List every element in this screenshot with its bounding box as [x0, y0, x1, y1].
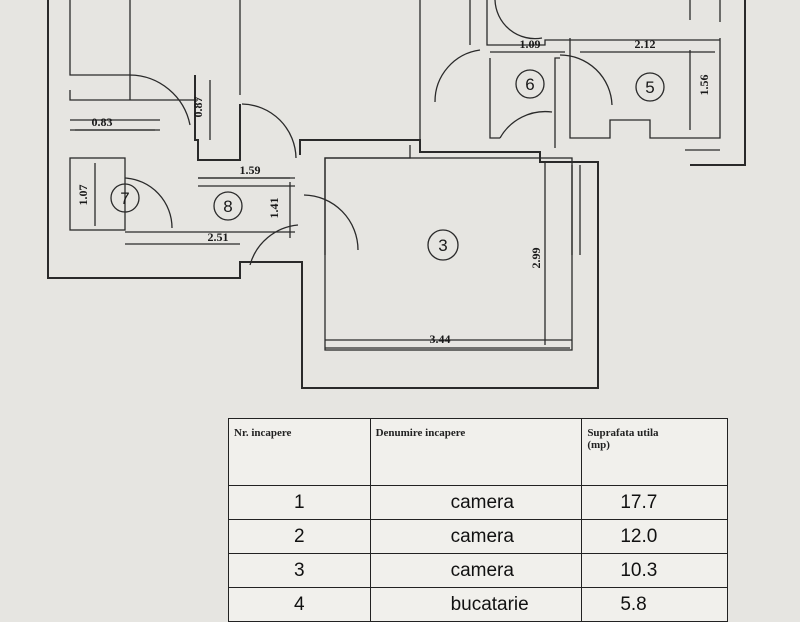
- cell-room-number: 2: [228, 519, 371, 554]
- dim-1-59: 1.59: [240, 163, 261, 177]
- cell-room-name: camera: [369, 553, 583, 588]
- cell-room-area: 17.7: [581, 485, 728, 520]
- cell-room-name: bucatarie: [369, 587, 583, 622]
- table-row: 2 camera 12.0: [228, 519, 728, 554]
- dim-2-99: 2.99: [529, 248, 543, 269]
- cell-room-number: 3: [228, 553, 371, 588]
- header-room-number: Nr. incapere: [228, 418, 371, 486]
- room-8-label: 8: [213, 191, 243, 221]
- dim-2-51: 2.51: [208, 230, 229, 244]
- doors: [124, 0, 613, 266]
- dimension-labels: 1.09 2.12 1.56 0.83 0.87 1.59 1.07 1.41 …: [76, 37, 711, 346]
- dim-0-83: 0.83: [92, 115, 113, 129]
- room-6-label: 6: [515, 69, 545, 99]
- cell-room-number: 1: [228, 485, 371, 520]
- header-usable-area: Suprafata utila (mp): [581, 418, 728, 486]
- room-3-label: 3: [427, 229, 459, 261]
- cell-room-area: 12.0: [581, 519, 728, 554]
- table-row: 3 camera 10.3: [228, 553, 728, 588]
- table-row: 4 bucatarie 5.8: [228, 587, 728, 622]
- dim-1-09: 1.09: [520, 37, 541, 51]
- room-7-label: 7: [110, 183, 140, 213]
- room-5-label: 5: [635, 72, 665, 102]
- table-row: 1 camera 17.7: [228, 485, 728, 520]
- svg-text:3: 3: [438, 236, 447, 255]
- cell-room-number: 4: [228, 587, 371, 622]
- cell-room-name: camera: [369, 485, 583, 520]
- svg-text:8: 8: [223, 197, 232, 216]
- header-area-line1: Suprafata utila: [587, 427, 659, 439]
- dim-0-87: 0.87: [191, 97, 205, 118]
- svg-text:7: 7: [120, 189, 129, 208]
- dim-1-41: 1.41: [267, 198, 281, 219]
- room-labels: 3 5 6 7 8: [110, 69, 665, 261]
- dim-1-56: 1.56: [697, 75, 711, 96]
- dim-3-44: 3.44: [430, 332, 451, 346]
- floor-plan: 3 5 6 7 8 1.09 2.12 1.56 0.83 0.87 1.59 …: [47, 0, 746, 389]
- room-area-table: Nr. incapere Denumire incapere Suprafata…: [228, 418, 728, 622]
- walls: [47, 0, 746, 389]
- cell-room-name: camera: [369, 519, 583, 554]
- dim-1-07: 1.07: [76, 185, 90, 206]
- header-room-name: Denumire incapere: [369, 418, 583, 486]
- svg-text:5: 5: [645, 78, 654, 97]
- svg-text:6: 6: [525, 75, 534, 94]
- dim-2-12: 2.12: [635, 37, 656, 51]
- cell-room-area: 10.3: [581, 553, 728, 588]
- dimension-lines: [75, 50, 715, 349]
- table-header-row: Nr. incapere Denumire incapere Suprafata…: [228, 418, 728, 486]
- header-area-line2: (mp): [587, 439, 610, 451]
- cell-room-area: 5.8: [581, 587, 728, 622]
